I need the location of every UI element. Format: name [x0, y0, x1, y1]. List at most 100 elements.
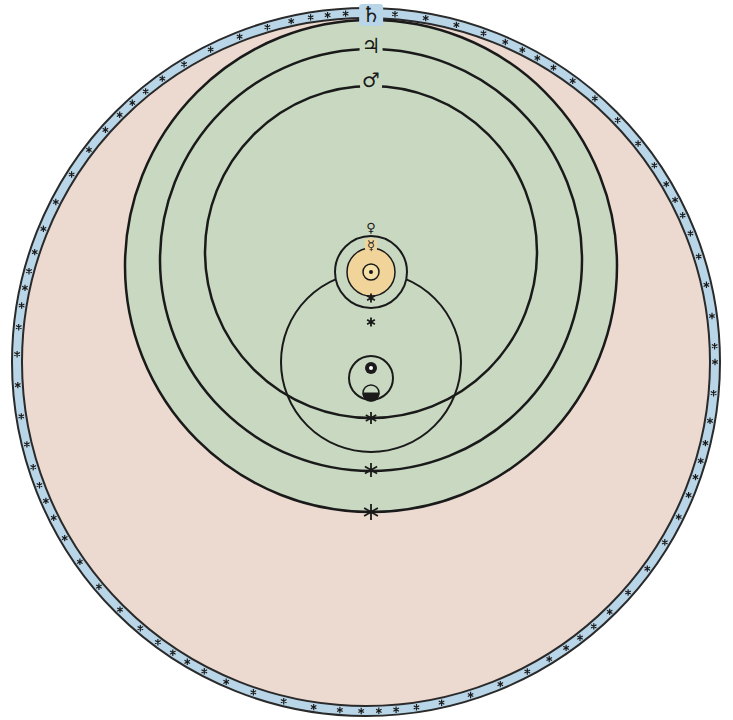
earth — [365, 362, 377, 374]
star-mark — [592, 95, 598, 101]
moon-orbit — [349, 356, 393, 400]
star-mark — [251, 689, 257, 695]
jupiter-orbit — [160, 49, 582, 471]
star-mark — [693, 474, 699, 480]
moon — [363, 393, 379, 401]
star-mark — [16, 324, 22, 330]
star-mark — [393, 707, 399, 713]
star-mark — [343, 10, 349, 16]
star-mark — [96, 584, 102, 590]
star-mark — [662, 539, 668, 545]
star-mark — [570, 78, 576, 84]
saturn-orbit — [125, 20, 617, 512]
star-mark — [711, 390, 717, 396]
star-mark — [525, 668, 531, 674]
mars-symbol: ♂ — [360, 70, 382, 90]
star-mark — [265, 24, 271, 30]
star-mark — [625, 589, 631, 595]
star-mark — [77, 559, 83, 565]
star-mark — [208, 46, 214, 52]
star-mark — [130, 100, 136, 106]
star-mark — [281, 698, 287, 704]
star-mark — [117, 606, 123, 612]
star-mark — [664, 181, 670, 187]
star-mark — [468, 692, 474, 698]
star-mark — [704, 282, 710, 288]
mercury-symbol: ☿ — [365, 239, 377, 252]
star-mark — [223, 679, 229, 685]
star-mark — [686, 492, 692, 498]
star-mark — [672, 197, 678, 203]
star-mark — [24, 441, 30, 447]
star-mark — [698, 458, 704, 464]
star-mark — [367, 318, 375, 327]
star-mark — [19, 413, 25, 419]
star-mark — [392, 11, 398, 17]
venus-symbol: ♀ — [364, 221, 378, 234]
star-mark — [181, 61, 187, 67]
star-mark — [32, 249, 38, 255]
star-mark — [367, 294, 375, 303]
star-mark — [607, 609, 613, 615]
star-mark — [160, 75, 166, 81]
star-mark — [43, 498, 49, 504]
star-mark — [481, 30, 487, 36]
star-mark — [31, 464, 37, 470]
star-mark — [423, 15, 429, 21]
star-mark — [615, 117, 621, 123]
star-mark — [41, 226, 47, 232]
star-mark — [308, 14, 314, 20]
star-mark — [51, 515, 57, 521]
star-mark — [86, 147, 92, 153]
star-mark — [311, 704, 317, 710]
star-mark — [563, 645, 569, 651]
star-mark — [143, 88, 149, 94]
star-mark — [696, 253, 702, 259]
star-mark — [138, 625, 144, 631]
star-mark — [366, 412, 376, 424]
star-mark — [414, 704, 420, 710]
star-mark — [364, 504, 378, 520]
star-mark — [53, 199, 59, 205]
star-mark — [155, 639, 161, 645]
star-mark — [498, 681, 504, 687]
jupiter-symbol: ♃ — [360, 36, 383, 57]
star-mark — [117, 112, 123, 118]
star-mark — [635, 140, 641, 146]
star-mark — [15, 382, 21, 388]
planet-positions — [364, 294, 378, 521]
star-mark — [26, 268, 32, 274]
star-mark — [535, 55, 541, 61]
star-mark — [337, 707, 343, 713]
star-mark — [202, 668, 208, 674]
star-mark — [547, 656, 553, 662]
star-mark — [365, 463, 377, 477]
star-mark — [577, 635, 583, 641]
star-mark — [37, 482, 43, 488]
sun-symbol — [363, 264, 379, 280]
star-mark — [439, 700, 445, 706]
star-mark — [520, 47, 526, 53]
star-mark — [237, 34, 243, 40]
star-mark — [358, 708, 364, 714]
star-mark — [376, 708, 382, 714]
saturn-symbol: ♄ — [359, 4, 383, 26]
star-mark — [170, 650, 176, 656]
star-mark — [185, 659, 191, 665]
star-mark — [707, 418, 713, 424]
star-mark — [325, 12, 331, 18]
star-mark — [19, 302, 25, 308]
earth-center — [369, 366, 373, 370]
star-mark — [454, 22, 460, 28]
star-mark — [652, 162, 658, 168]
star-mark — [712, 343, 718, 349]
star-mark — [709, 313, 715, 319]
mercury-orbit — [347, 248, 395, 296]
moon-outline — [363, 385, 379, 401]
star-mark — [14, 351, 20, 357]
star-mark — [69, 171, 75, 177]
star-mark — [688, 230, 694, 236]
sky-ground — [22, 18, 710, 706]
